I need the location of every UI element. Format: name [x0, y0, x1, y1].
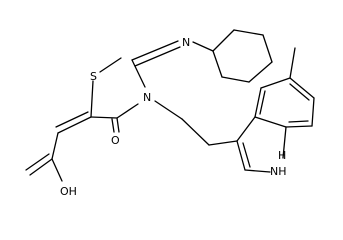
atom-label-acid-oh: OH: [60, 185, 77, 198]
bond-c4-o-a: [116, 117, 120, 133]
bond-c5-ch-a: [57, 116, 92, 134]
atom-label-ketone-o: O: [111, 134, 120, 147]
bond-c2-c3-a: [236, 140, 246, 171]
bond-ch2-ch2: [181, 118, 210, 146]
bond-cy-4: [248, 61, 273, 83]
bond-cacid-oh: [51, 158, 63, 182]
atom-label-indole-h: H: [278, 149, 286, 162]
bond-c4-c5: [260, 77, 291, 89]
bond-c5-s: [90, 80, 94, 118]
bond-n3-ch2: [154, 100, 183, 120]
bond-cy-6: [212, 50, 223, 78]
bond-c2-nimine-a: [131, 40, 179, 61]
bond-ch2-c3: [208, 140, 238, 146]
bond-c7-c7a-inner: [288, 120, 309, 123]
bond-c7a-n1: [282, 126, 287, 159]
bond-c7-c7a: [285, 125, 313, 128]
atom-labels: S N N O OH NH H: [60, 36, 287, 198]
bond-c2-nimine-b: [134, 46, 181, 67]
bond-c5-c6-inner: [289, 83, 310, 101]
chemical-structure: S N N O OH NH H: [25, 29, 315, 198]
atom-label-indole-nh: NH: [270, 165, 287, 178]
bond-c3a-c7a: [254, 116, 287, 128]
bond-c3a-c4-inner: [259, 90, 266, 115]
atom-label-imine-n: N: [182, 36, 190, 49]
bond-c3-c3a: [236, 116, 256, 142]
bonds: [25, 29, 315, 182]
atom-label-ring-n: N: [143, 91, 151, 104]
bond-ch-cacid: [51, 132, 59, 160]
bond-s-c2: [99, 57, 122, 73]
bond-c6-c7: [311, 97, 315, 127]
bond-c5-methyl: [289, 47, 296, 79]
bond-nimine-cy: [192, 41, 214, 52]
bond-cy-2: [233, 29, 264, 36]
bond-c2-c3-b: [242, 142, 251, 168]
bond-cy-1: [212, 29, 235, 52]
bond-cy-5: [221, 76, 250, 83]
atom-label-sulfur: S: [90, 70, 97, 83]
bond-n3-c4: [116, 103, 139, 119]
bond-c4-c5: [90, 116, 118, 119]
bond-cacid-o-b: [25, 153, 50, 171]
bond-c3a-c4: [254, 87, 262, 118]
bond-n1-c2: [244, 169, 271, 173]
bond-cacid-o-a: [29, 158, 53, 176]
bond-c2-n3: [131, 59, 146, 88]
bond-c4-o-b: [111, 118, 115, 133]
structure-canvas: S N N O OH NH H: [25, 29, 315, 198]
bond-c5-c6: [289, 77, 315, 99]
bond-cy-3: [262, 34, 273, 63]
bond-c5-ch-b: [55, 111, 89, 128]
